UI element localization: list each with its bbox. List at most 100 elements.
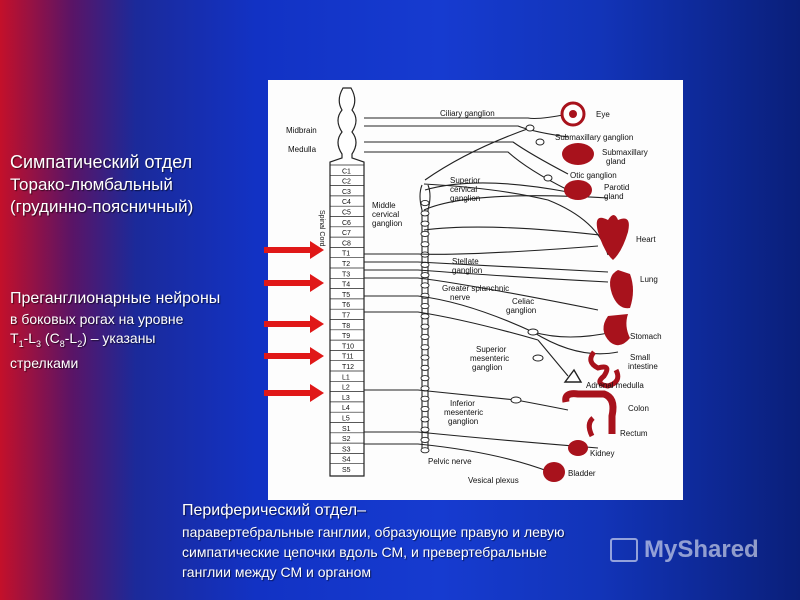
label-vesical-plexus: Vesical plexus [468,476,519,485]
label-inferior-mesenteric-1: Inferior [450,399,475,408]
chain-ganglion-node [420,272,430,279]
segment-label-t12: T12 [342,364,354,371]
label-submaxillary-ganglion: Submaxillary ganglion [555,133,633,142]
spinal-cord-outline [329,87,365,477]
label-superior-mesenteric-3: ganglion [472,363,502,372]
chain-ganglion-node [420,230,430,237]
chain-ganglion-node [420,333,430,341]
watermark: MyShared [610,536,759,564]
label-inferior-mesenteric-2: mesenteric [444,408,483,417]
label-kidney: Kidney [590,449,614,458]
neurons-line-3: стрелками [10,354,79,371]
level-arrows [264,241,324,402]
segment-label-t1: T1 [342,251,350,258]
watermark-text: MyShared [644,536,759,563]
label-middle-cervical-2: cervical [372,210,399,219]
chain-ganglion-node [420,313,430,320]
organ-stomach [603,314,630,346]
chain-ganglion-node [420,200,430,207]
segment-label-c3: C3 [342,189,351,196]
diagram-svg: C1C2C3C4C5C6C7C8T1T2T3T4T5T6T7T8T9T10T11… [286,87,662,485]
label-stellate-1: Stellate [452,257,479,266]
label-rectum: Rectum [620,429,648,438]
label-adrenal-medulla: Adrenal medulla [586,381,644,390]
segment-label-t9: T9 [342,333,350,340]
label-midbrain: Midbrain [286,126,317,135]
label-bladder: Bladder [568,469,596,478]
chain-ganglion-node [420,375,430,382]
organ-lung [610,270,633,309]
level-arrow-5 [264,384,324,402]
organ-submaxillary-gland [562,143,594,165]
segment-label-s4: S4 [342,457,351,464]
level-arrow-1 [264,241,324,259]
peripheral-line-3: ганглии между СМ и органом [182,564,372,580]
segment-label-l5: L5 [342,416,350,423]
segment-label-c8: C8 [342,240,351,247]
chain-ganglion-node [420,354,430,361]
chain-ganglion-node [420,282,430,289]
label-pelvic-nerve: Pelvic nerve [428,457,472,466]
segment-label-s1: S1 [342,426,351,433]
slide-subtitle-1: Торако-люмбальный [10,175,173,194]
peripheral-division-block: Периферический отдел– паравертебральные … [182,500,682,582]
chain-ganglion-node [420,395,430,402]
chain-ganglion-node [420,405,430,413]
sympathetic-chain [419,184,431,450]
chain-ganglion-node [420,447,430,454]
label-stomach: Stomach [630,332,662,341]
label-ciliary-ganglion: Ciliary ganglion [440,109,495,118]
chain-ganglion-node [420,416,430,423]
level-arrow-2 [264,274,324,292]
segment-label-t5: T5 [342,292,350,299]
segment-label-t10: T10 [342,343,354,350]
chain-ganglion-node [420,323,430,330]
label-superior-mesenteric-2: mesenteric [470,354,509,363]
peripheral-line-1: паравертебральные ганглии, образующие пр… [182,524,565,540]
organ-eye [560,101,586,127]
segment-label-l4: L4 [342,405,350,412]
segment-label-c5: C5 [342,210,351,217]
label-heart: Heart [636,235,656,244]
label-celiac-1: Celiac [512,297,534,306]
segment-label-c7: C7 [342,230,351,237]
organ-rectum [586,416,595,438]
label-superior-cervical-2: cervical [450,185,477,194]
organ-colon [562,390,617,434]
prevertebral-ganglia [510,124,553,404]
chain-ganglia [420,200,430,454]
label-stellate-2: ganglion [452,266,482,275]
chain-ganglion-node [420,364,430,371]
label-superior-mesenteric-1: Superior [476,345,507,354]
segment-label-c6: C6 [342,220,351,227]
label-celiac-2: ganglion [506,306,536,315]
label-parotid-gland-1: Parotid [604,183,629,192]
nerve-fibers [364,113,619,473]
organ-bladder [543,462,565,482]
label-otic-ganglion: Otic ganglion [570,171,617,180]
segment-label-l1: L1 [342,374,350,381]
neurons-line-1: в боковых рогах на уровне [10,311,184,327]
segment-label-t7: T7 [342,313,350,320]
label-middle-cervical-3: ganglion [372,219,402,228]
organ-parotid-gland [564,180,592,200]
label-small-intestine-2: intestine [628,362,658,371]
peripheral-heading: Периферический отдел– [182,502,366,519]
segment-label-s5: S5 [342,467,351,474]
label-spinal-cord: Spinal Cord [318,210,325,247]
label-submaxillary-gland-2: gland [606,157,626,166]
segment-label-t6: T6 [342,302,350,309]
segment-label-l2: L2 [342,385,350,392]
segment-label-t8: T8 [342,323,350,330]
chain-ganglion-node [420,426,430,433]
chain-ganglion-node [420,302,430,310]
watermark-logo-icon [610,538,638,562]
peripheral-line-2: симпатические цепочки вдоль СМ, и превер… [182,544,547,560]
segment-labels: C1C2C3C4C5C6C7C8T1T2T3T4T5T6T7T8T9T10T11… [342,168,354,474]
chain-ganglion-node [420,210,430,217]
title-block: Симпатический отдел Торако-люмбальный (г… [10,150,193,218]
organ-kidney [568,440,588,456]
label-small-intestine-1: Small [630,353,650,362]
organ-heart [596,215,629,260]
